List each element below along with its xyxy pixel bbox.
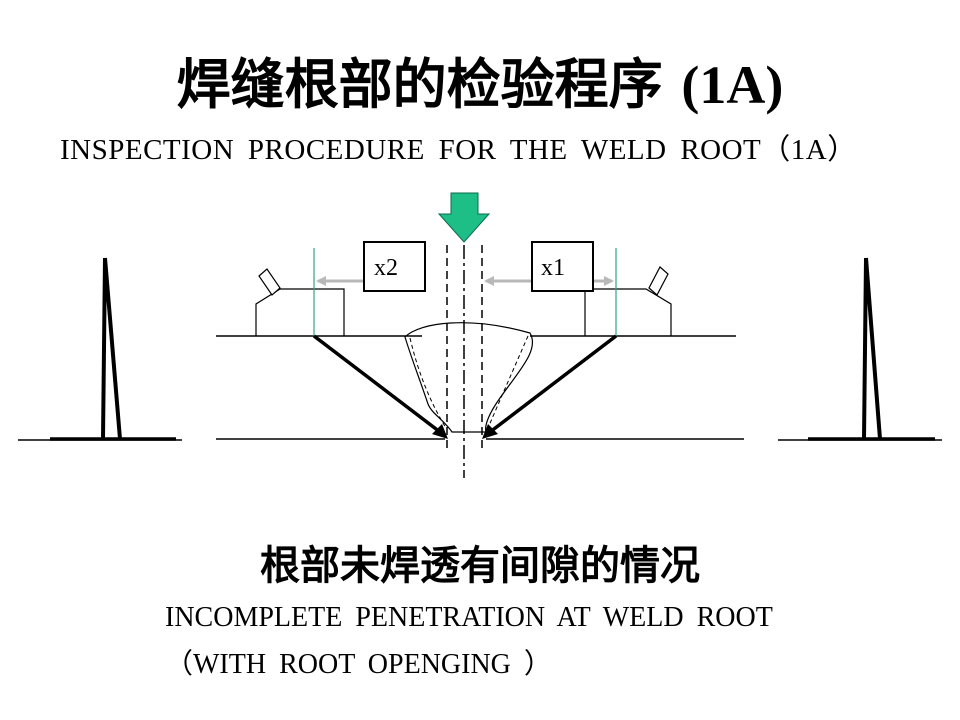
inspection-direction-arrow — [437, 192, 491, 243]
title-cn: 焊缝根部的检验程序 — [176, 53, 663, 116]
plate — [216, 335, 744, 440]
x2-label: x2 — [374, 255, 398, 281]
root-gap-markers — [446, 245, 483, 478]
right-ascan-peak — [862, 257, 882, 440]
right-probe — [584, 266, 672, 336]
left-probe — [255, 268, 345, 336]
right-ascan-display — [778, 257, 942, 441]
caption-chinese: 根部未焊透有间隙的情况 — [260, 543, 700, 589]
left-beam-path — [312, 334, 442, 434]
page-subtitle: INSPECTION PROCEDURE FOR THE WELD ROOT（1… — [60, 134, 857, 166]
left-beam-arrowhead — [432, 424, 448, 439]
right-probe-cable-connector — [648, 266, 669, 296]
x1-label-box — [531, 241, 594, 292]
left-ascan-peak — [101, 257, 122, 440]
left-ascan-display — [18, 257, 182, 441]
page-title: 焊缝根部的检验程序 (1A) — [0, 40, 960, 119]
caption-english-line2: （WITH ROOT OPENGING ） — [165, 649, 552, 680]
weld-bead — [404, 322, 534, 433]
beam-paths — [312, 334, 618, 439]
left-probe-body — [255, 288, 345, 336]
right-probe-body — [584, 288, 672, 336]
weld-fusion-line-left — [409, 337, 447, 429]
weld-fusion-line-right — [487, 335, 529, 429]
right-beam-arrowhead — [482, 424, 498, 439]
title-suffix: (1A) — [681, 55, 784, 115]
caption-english-line1: INCOMPLETE PENETRATION AT WELD ROOT — [165, 602, 773, 633]
right-beam-path — [488, 334, 618, 434]
x2-label-box — [363, 241, 426, 292]
weld-bead-outline — [404, 322, 534, 433]
x1-label: x1 — [541, 255, 565, 281]
left-probe-cable-connector — [258, 268, 281, 296]
